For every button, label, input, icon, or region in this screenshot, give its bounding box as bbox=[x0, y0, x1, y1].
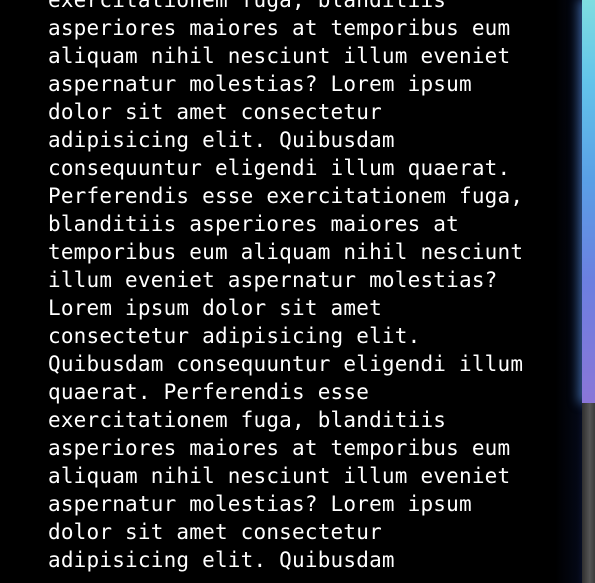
text-line: exercitationem fuga, blanditiis bbox=[48, 0, 447, 12]
scrollbar-track-lower[interactable] bbox=[582, 403, 595, 583]
text-line: asperiores maiores at temporibus eum bbox=[48, 436, 511, 460]
text-line: exercitationem fuga, blanditiis bbox=[48, 408, 447, 432]
text-line: dolor sit amet consectetur bbox=[48, 520, 382, 544]
text-line: quaerat. Perferendis esse bbox=[48, 380, 370, 404]
text-line: temporibus eum aliquam nihil nesciunt bbox=[48, 240, 524, 264]
text-line: consectetur adipisicing elit. bbox=[48, 324, 421, 348]
text-line: asperiores maiores at temporibus eum bbox=[48, 16, 511, 40]
text-line: illum eveniet aspernatur molestias? bbox=[48, 268, 498, 292]
text-line: aspernatur molestias? Lorem ipsum bbox=[48, 72, 472, 96]
scrollbar-track[interactable] bbox=[582, 0, 595, 583]
text-line: adipisicing elit. Quibusdam bbox=[48, 548, 395, 572]
text-line: aliquam nihil nesciunt illum eveniet bbox=[48, 464, 511, 488]
text-line: dolor sit amet consectetur bbox=[48, 100, 382, 124]
text-line: adipisicing elit. Quibusdam bbox=[48, 128, 395, 152]
text-line: Lorem ipsum dolor sit amet bbox=[48, 296, 382, 320]
text-line: Perferendis esse exercitationem fuga, bbox=[48, 184, 524, 208]
text-line: blanditiis asperiores maiores at bbox=[48, 212, 459, 236]
scrollbar-thumb[interactable] bbox=[582, 0, 595, 403]
text-line: Quibusdam consequuntur eligendi illum bbox=[48, 352, 524, 376]
text-line: aspernatur molestias? Lorem ipsum bbox=[48, 492, 472, 516]
text-line: consequuntur eligendi illum quaerat. bbox=[48, 156, 511, 180]
text-line: aliquam nihil nesciunt illum eveniet bbox=[48, 44, 511, 68]
body-text: exercitationem fuga, blanditiis asperior… bbox=[48, 0, 580, 574]
